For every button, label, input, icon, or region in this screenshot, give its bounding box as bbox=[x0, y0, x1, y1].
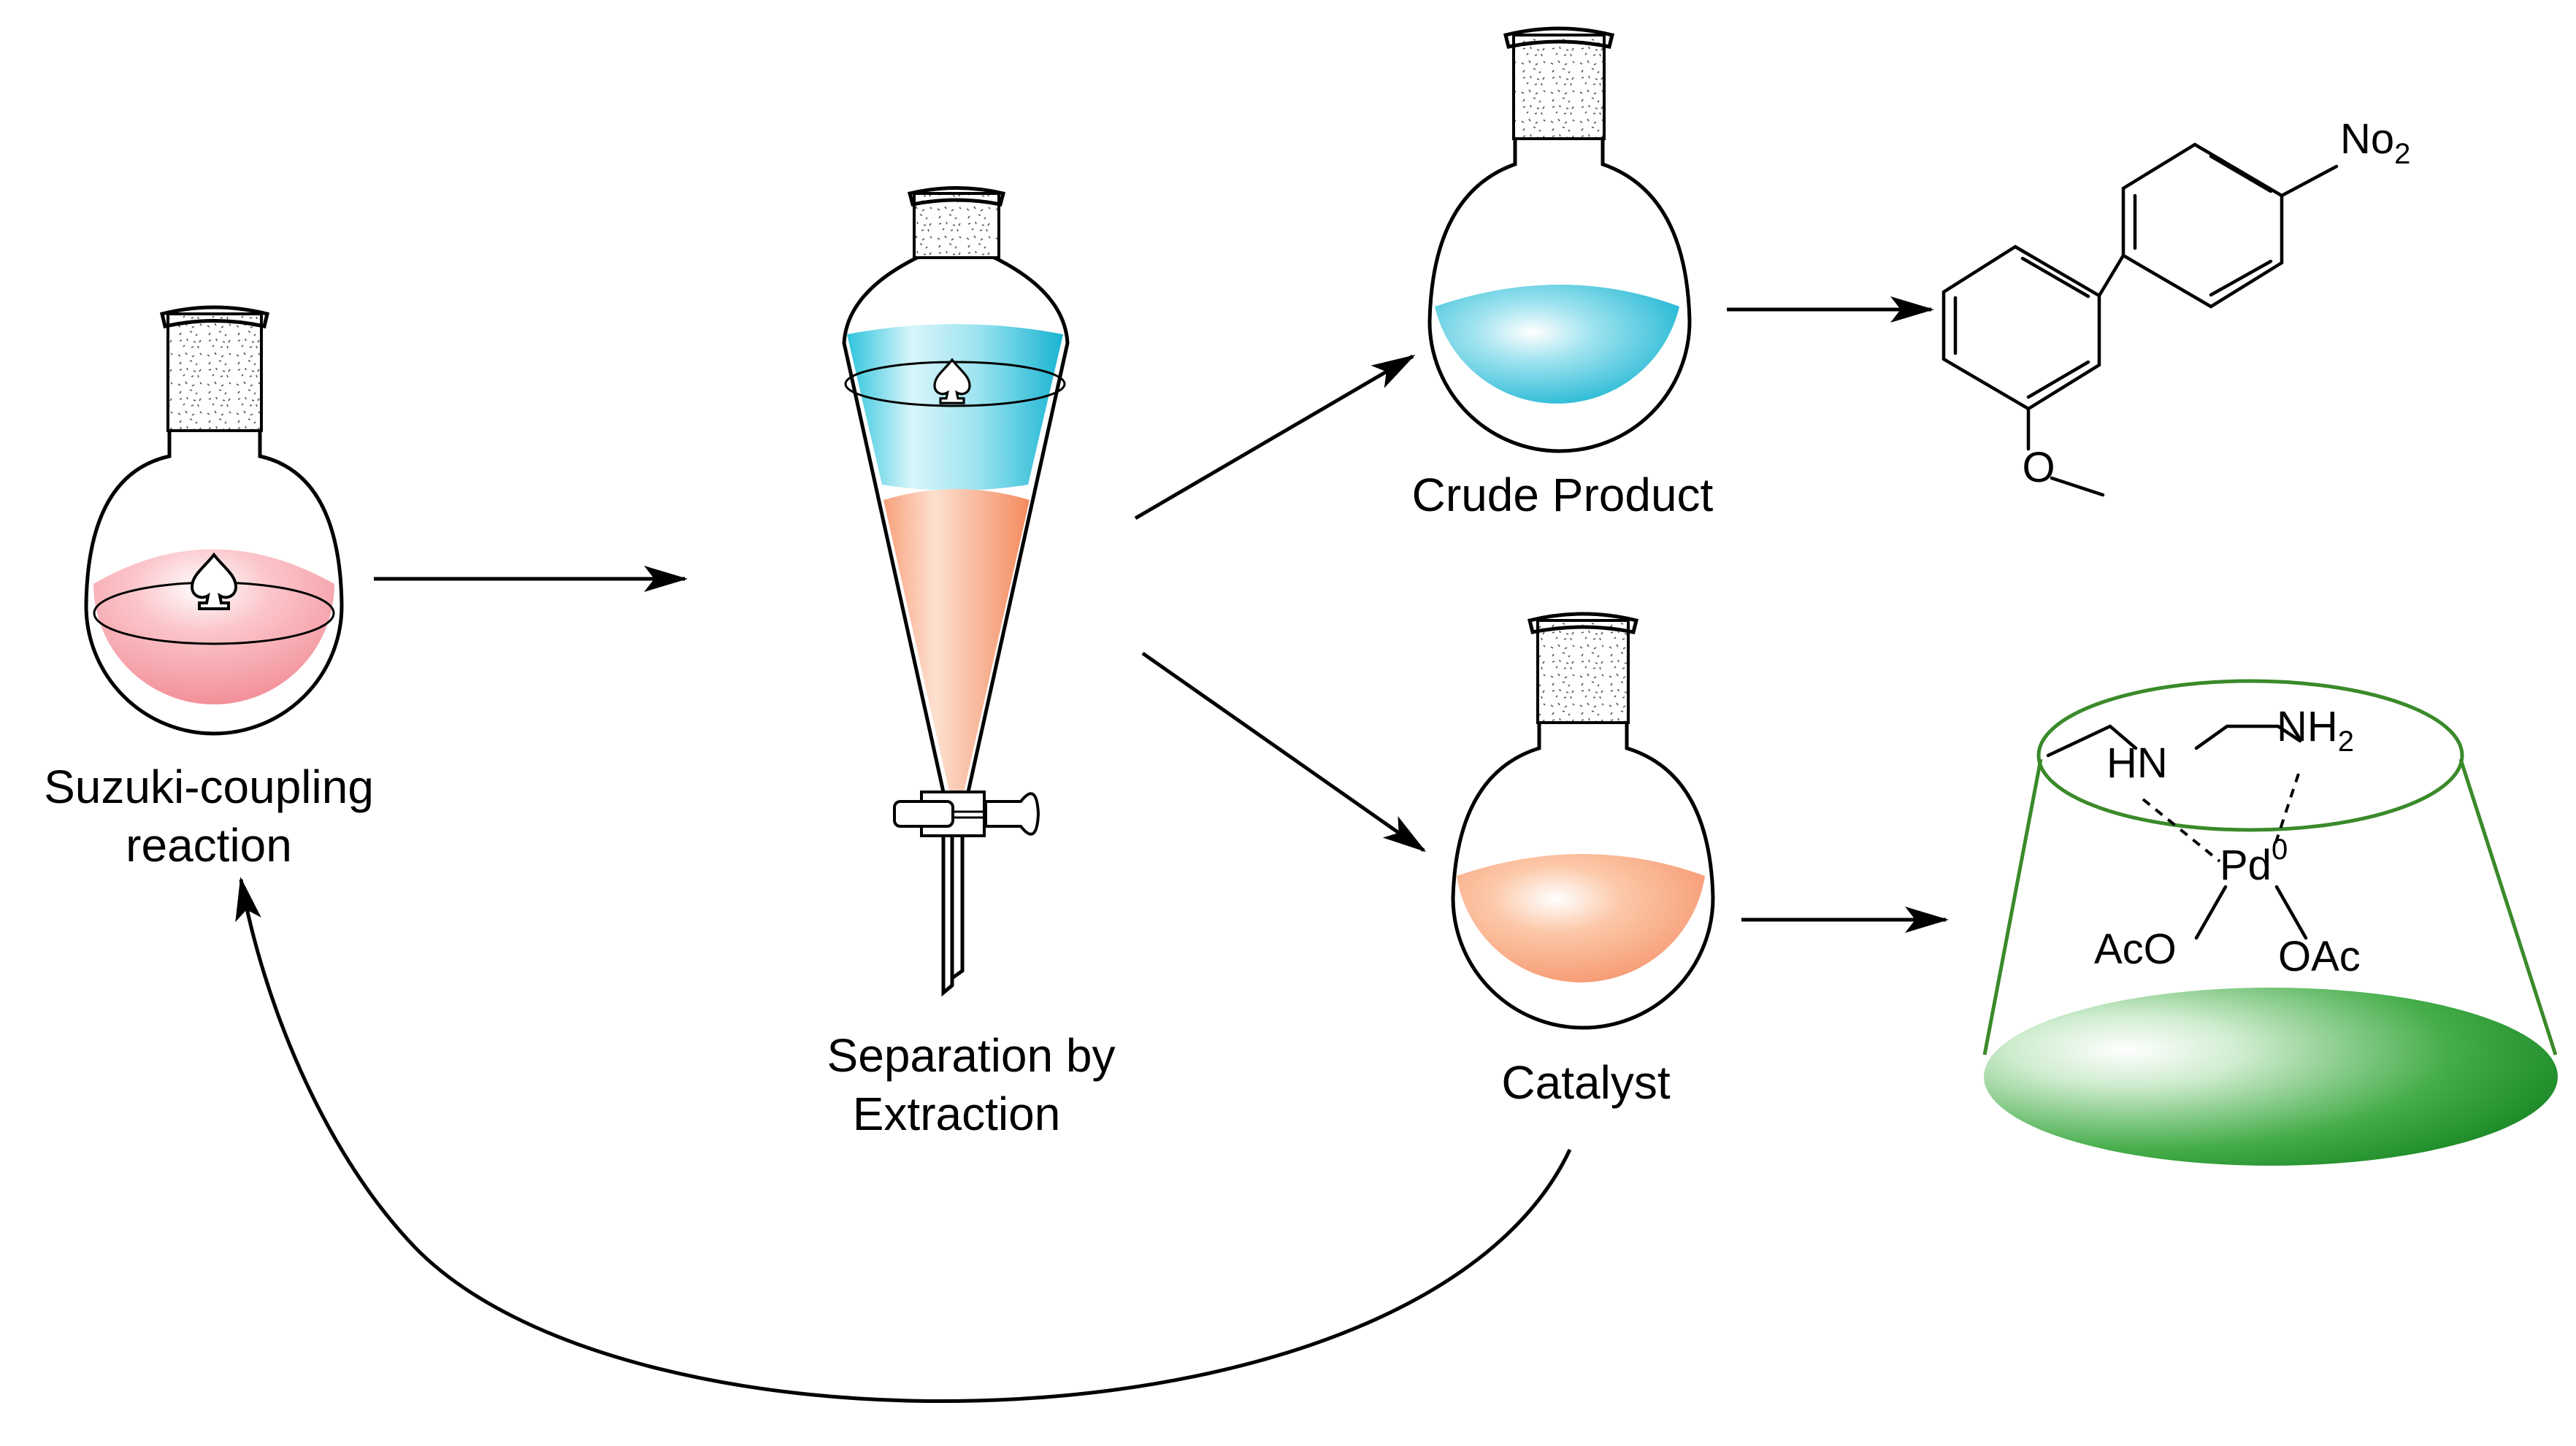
label-catalyst: Catalyst bbox=[1501, 1056, 1670, 1109]
crude-liquid bbox=[1435, 285, 1679, 404]
catalyst-flask bbox=[1451, 612, 1715, 1030]
aqueous-layer bbox=[847, 324, 1063, 491]
organic-layer bbox=[883, 489, 1030, 797]
stopcock bbox=[893, 791, 1040, 997]
pd-oac-bond-right bbox=[2274, 885, 2308, 940]
support-top-ellipse bbox=[2036, 679, 2464, 832]
label-reaction-line2: reaction bbox=[126, 819, 292, 872]
spade-icon bbox=[933, 358, 971, 404]
methoxy-o-label: O bbox=[2022, 444, 2055, 491]
flask-body bbox=[1451, 723, 1715, 1030]
funnel-rim bbox=[907, 186, 1006, 207]
label-separation-line2: Extraction bbox=[853, 1088, 1061, 1140]
lower-benzene-ring bbox=[1941, 245, 2101, 411]
spade-icon bbox=[190, 552, 238, 610]
flask-body bbox=[84, 431, 344, 736]
stopper bbox=[1536, 619, 1630, 724]
biaryl-bond bbox=[2097, 253, 2125, 298]
funnel-stopper bbox=[913, 192, 1000, 259]
supported-catalyst bbox=[1982, 679, 2558, 1166]
separatory-funnel bbox=[842, 186, 1070, 997]
reaction-liquid bbox=[93, 549, 334, 704]
nitro-label: No2 bbox=[2340, 115, 2410, 170]
o-ch3-bond bbox=[2050, 476, 2105, 497]
neck-rim bbox=[160, 305, 270, 328]
drain-tube bbox=[941, 836, 965, 997]
arrow-to-crude-product bbox=[1134, 354, 1416, 520]
recycle-arrow bbox=[235, 877, 1572, 1403]
hn-label: HN bbox=[2107, 739, 2168, 787]
funnel-body bbox=[842, 255, 1070, 793]
nh2-label: NH2 bbox=[2277, 703, 2354, 758]
flask-body bbox=[1427, 139, 1692, 453]
neck-rim bbox=[1503, 26, 1615, 49]
neck-rim bbox=[1527, 612, 1639, 634]
support-frustum bbox=[1982, 758, 2558, 1055]
reaction-flask bbox=[84, 305, 344, 736]
support-base bbox=[1984, 988, 2558, 1166]
label-separation-line1: Separation by bbox=[827, 1029, 1116, 1082]
product-molecule bbox=[1941, 142, 2339, 497]
label-reaction-line1: Suzuki-coupling bbox=[44, 761, 374, 813]
catalyst-liquid bbox=[1457, 854, 1705, 982]
arrow-to-catalyst bbox=[1141, 651, 1427, 853]
stopper bbox=[166, 312, 263, 432]
stopper bbox=[1512, 34, 1606, 140]
oac-label: OAc bbox=[2278, 933, 2361, 980]
pd-label: Pd0 bbox=[2220, 834, 2288, 889]
label-crude-product: Crude Product bbox=[1412, 469, 1714, 521]
crude-product-flask bbox=[1427, 26, 1692, 453]
upper-benzene-ring bbox=[2121, 142, 2284, 309]
nitro-bond bbox=[2280, 164, 2339, 198]
aco-label: AcO bbox=[2094, 926, 2177, 973]
pd-oac-bond-left bbox=[2194, 885, 2228, 940]
